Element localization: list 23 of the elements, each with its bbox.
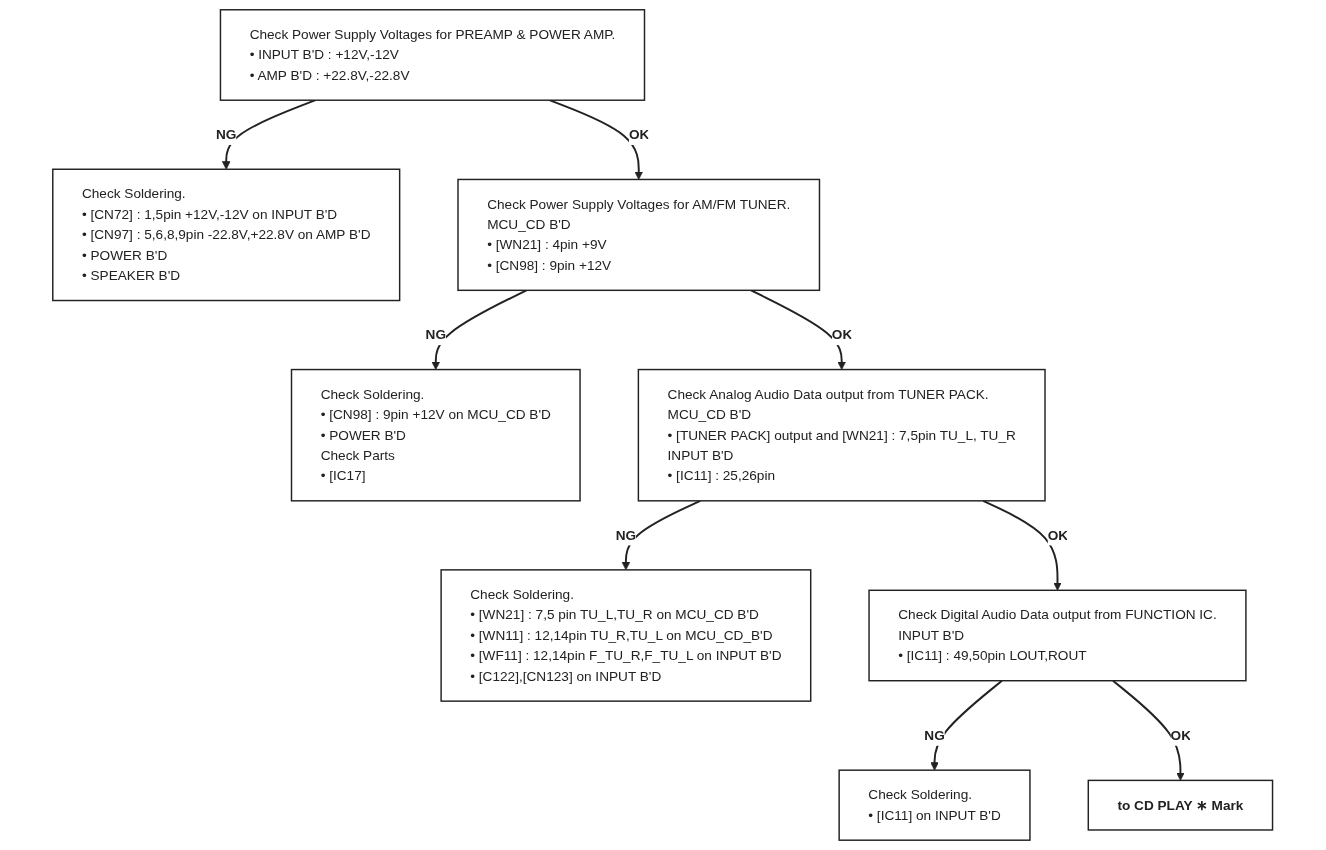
edge-label: NG xyxy=(216,126,237,143)
edge-label: OK xyxy=(1047,527,1069,543)
arrow xyxy=(982,499,1063,591)
node-box: Check Soldering. • [IC11] on INPUT B'D xyxy=(838,769,1031,841)
edge-label: NG xyxy=(924,727,946,743)
arrow xyxy=(621,499,702,571)
edge-label: NG xyxy=(616,527,637,543)
arrow xyxy=(930,679,1004,771)
node-box: Check Power Supply Voltages for AM/FM TUNER. MCU_CD B'D • [WN21] : 4pin +9V • [CN98] : 9pin +12V xyxy=(457,178,821,292)
node-box: Check Digital Audio Data output from FUNCTION IC. INPUT B'D • [IC11] : 49,50pin LOUT,ROUT xyxy=(868,589,1247,682)
node-box: Check Soldering. • [WN21] : 7,5 pin TU_L,TU_R on MCU_CD B'D • [WN11] : 12,14pin TU_R,TU_L on MCU_CD_B'D • [WF11] : 12,14pin F_TU_R,F_TU_L on INPUT B'D • [C122],[CN123] on INPUT B'D xyxy=(440,569,812,702)
arrow xyxy=(750,289,847,370)
arrow xyxy=(1112,679,1185,781)
node-box: Check Soldering. • [CN72] : 1,5pin +12V,-12V on INPUT B'D • [CN97] : 5,6,8,9pin -22.8V,+22.8V on AMP B'D • POWER B'D • SPEAKER B'D xyxy=(52,168,401,302)
edge-label: NG xyxy=(425,326,447,343)
edge-label: OK xyxy=(629,126,650,143)
edge-label: OK xyxy=(832,326,853,343)
node-box: Check Soldering. • [CN98] : 9pin +12V on MCU_CD B'D • POWER B'D Check Parts • [IC17] xyxy=(291,368,582,502)
arrow xyxy=(431,289,528,370)
edge-label: OK xyxy=(1170,727,1192,743)
node-box: Check Power Supply Voltages for PREAMP & POWER AMP. • INPUT B'D : +12V,-12V • AMP B'D : +22.8V,-22.8V xyxy=(220,9,646,101)
node-box: to CD PLAY ∗ Mark xyxy=(1087,779,1274,831)
node-box: Check Analog Audio Data output from TUNER PACK. MCU_CD B'D • [TUNER PACK] output and [WN21] : 7,5pin TU_L, TU_R INPUT B'D • [IC11] : 25,26pin xyxy=(638,368,1047,502)
